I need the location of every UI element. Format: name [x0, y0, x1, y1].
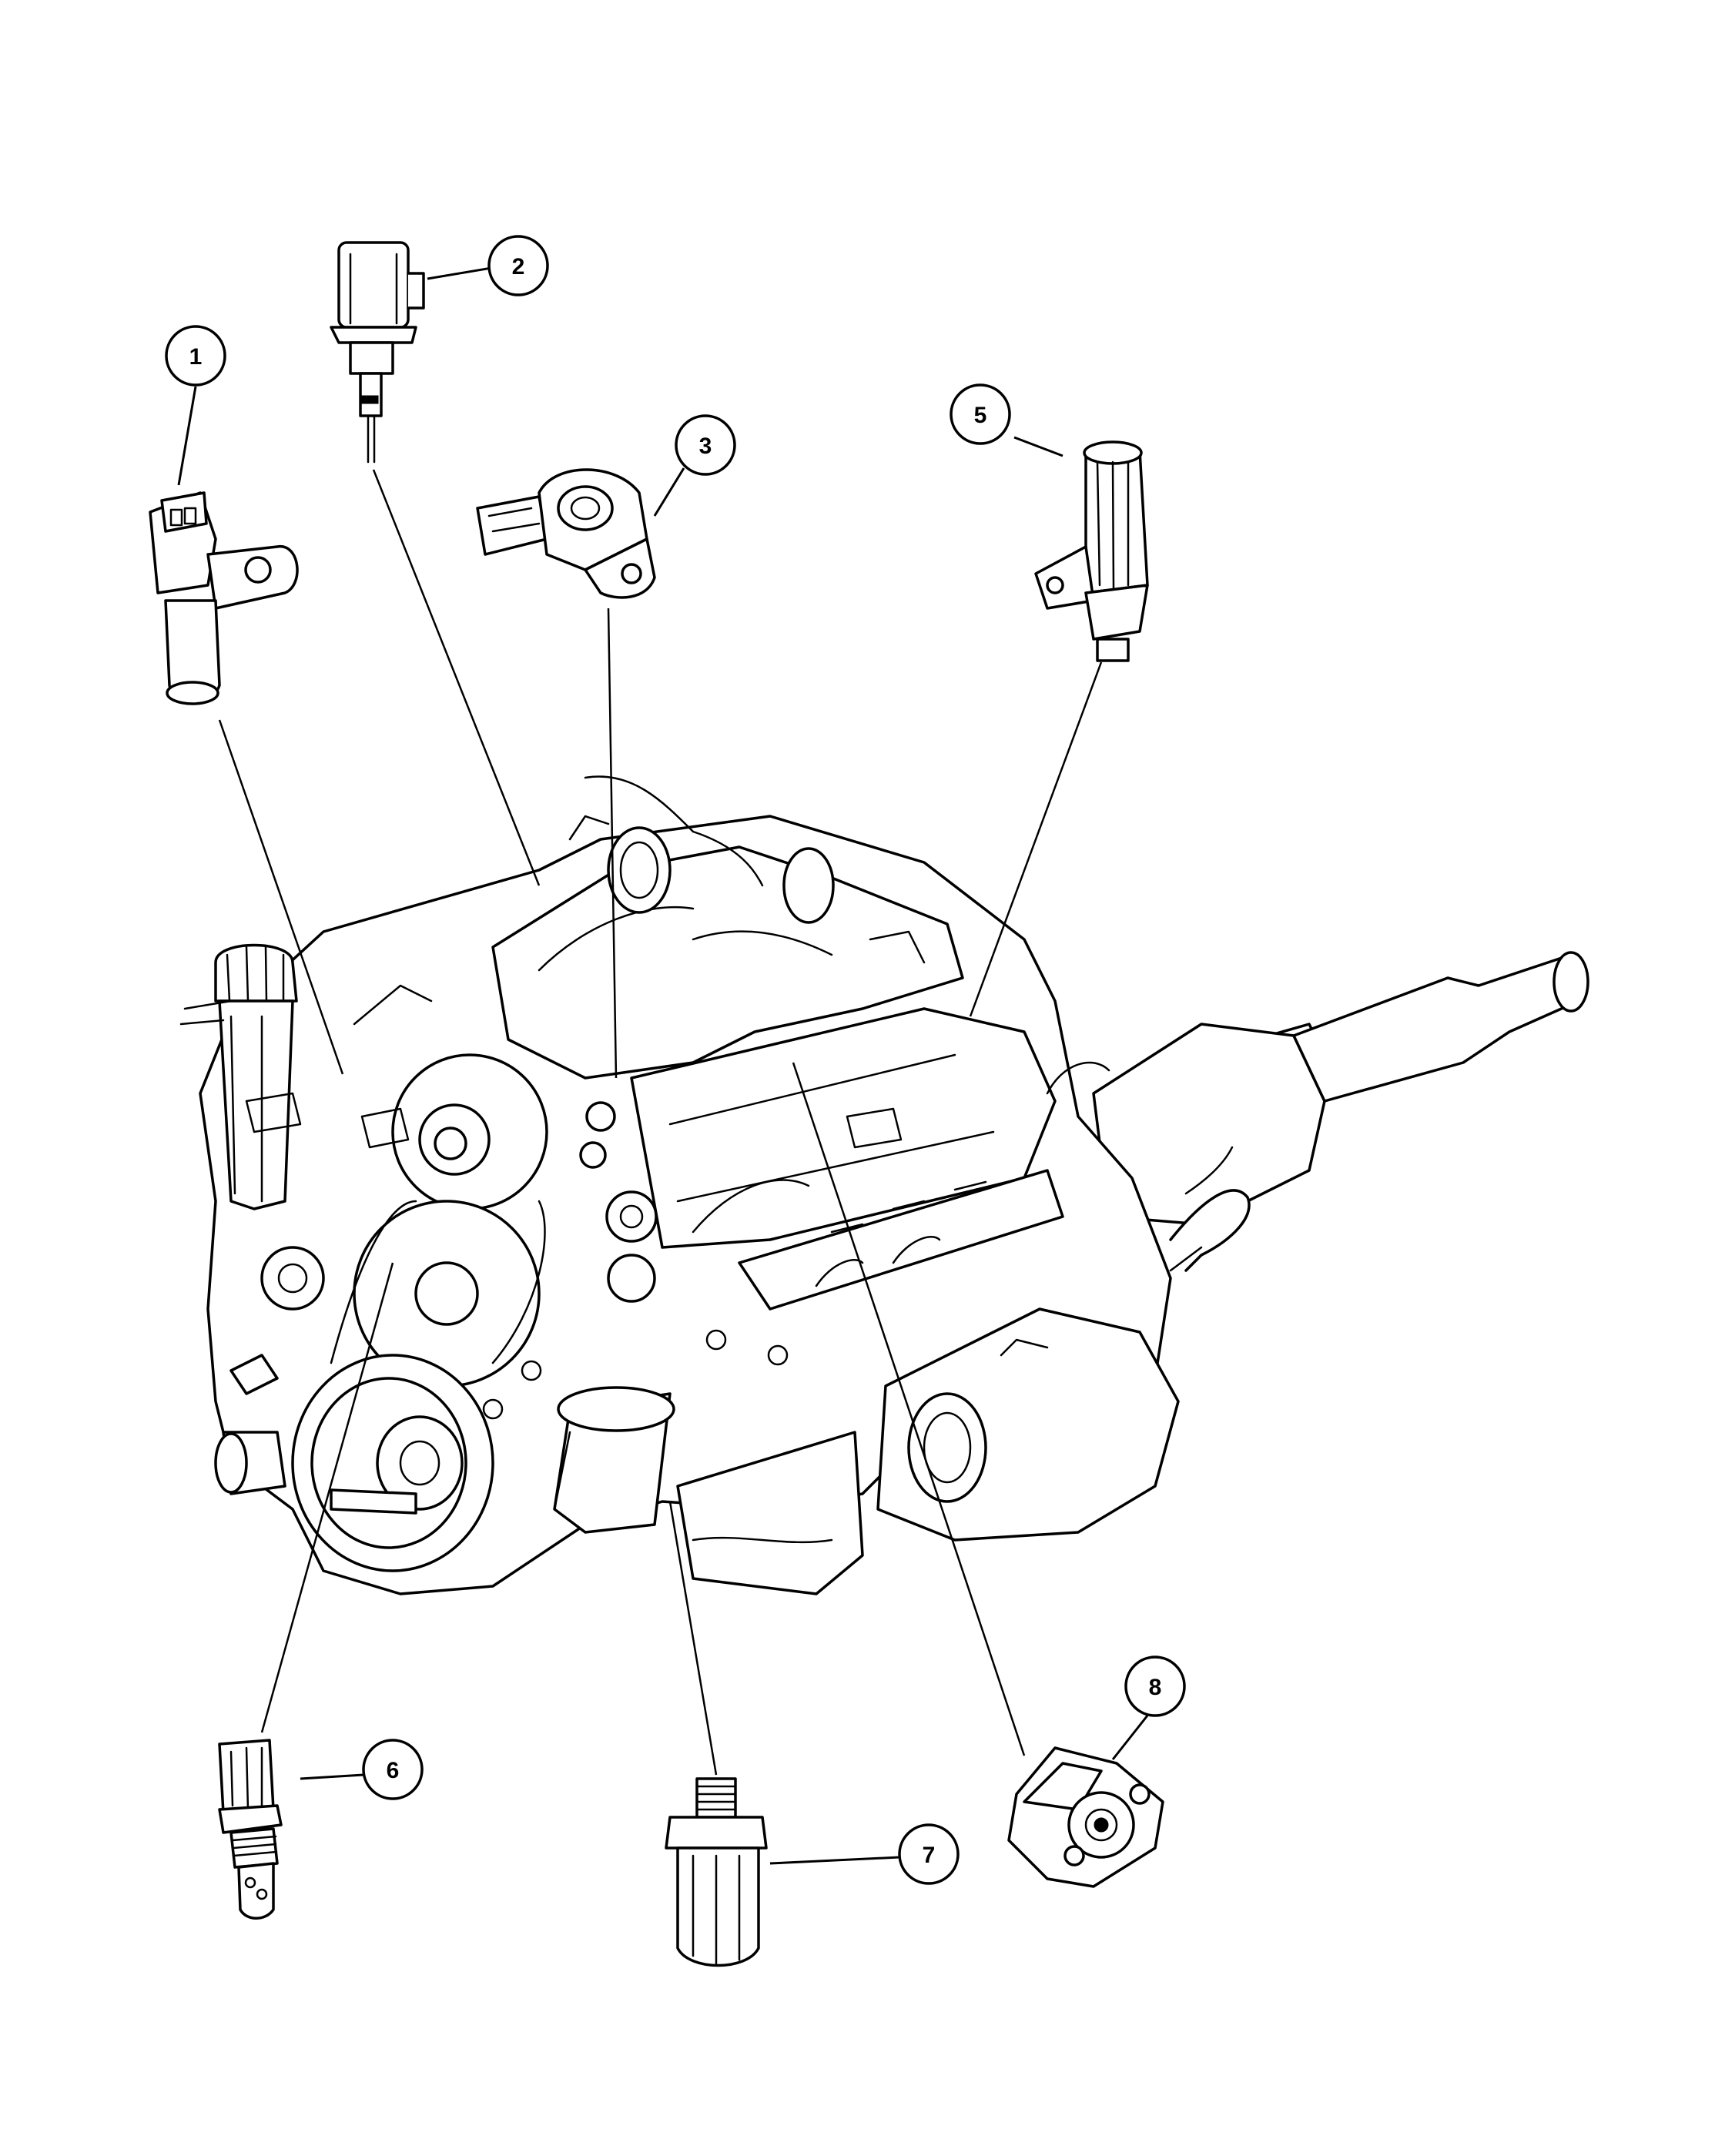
- callout-7: 7: [898, 1823, 960, 1885]
- sensor-1-crankshaft-position-sensor: [149, 491, 299, 705]
- oil-pan: [676, 1431, 864, 1595]
- oil-filler-cap: [214, 943, 298, 1210]
- callout-5-label: 5: [974, 403, 987, 428]
- callout-3: 3: [675, 414, 736, 476]
- oil-filter: [553, 1386, 675, 1534]
- drive-pulleys: [214, 1053, 656, 1572]
- leader-lines: [177, 266, 1149, 1865]
- sensor-8-knock-sensor: [1007, 1746, 1164, 1888]
- callout-8: 8: [1124, 1656, 1186, 1717]
- callout-7-label: 7: [923, 1843, 936, 1868]
- engine-details: [179, 930, 1110, 1420]
- exhaust-system: [1092, 951, 1589, 1272]
- sensor-2-intake-air-temperature-sensor: [330, 241, 425, 464]
- exhaust-manifold: [738, 1169, 1064, 1311]
- sensor-5-camshaft-position-sensor: [1034, 440, 1149, 662]
- callout-5: 5: [950, 383, 1011, 445]
- valve-cover: [630, 1007, 1057, 1249]
- callout-1: 1: [165, 325, 226, 387]
- sensor-6-coolant-temperature-sensor: [218, 1739, 283, 1920]
- engine-assembly: [179, 775, 1589, 1595]
- callout-2: 2: [487, 235, 549, 296]
- callout-1-label: 1: [189, 344, 203, 370]
- callout-3-label: 3: [699, 434, 712, 459]
- sensor-7-oil-pressure-sensor: [665, 1777, 768, 1967]
- intake-manifold: [491, 775, 964, 1080]
- callout-2-label: 2: [512, 254, 525, 280]
- transmission-bellhousing: [876, 1307, 1180, 1542]
- sensor-3-map-sensor: [476, 468, 656, 599]
- callout-6: 6: [362, 1739, 424, 1800]
- callout-8-label: 8: [1149, 1675, 1162, 1700]
- callout-6-label: 6: [387, 1758, 400, 1783]
